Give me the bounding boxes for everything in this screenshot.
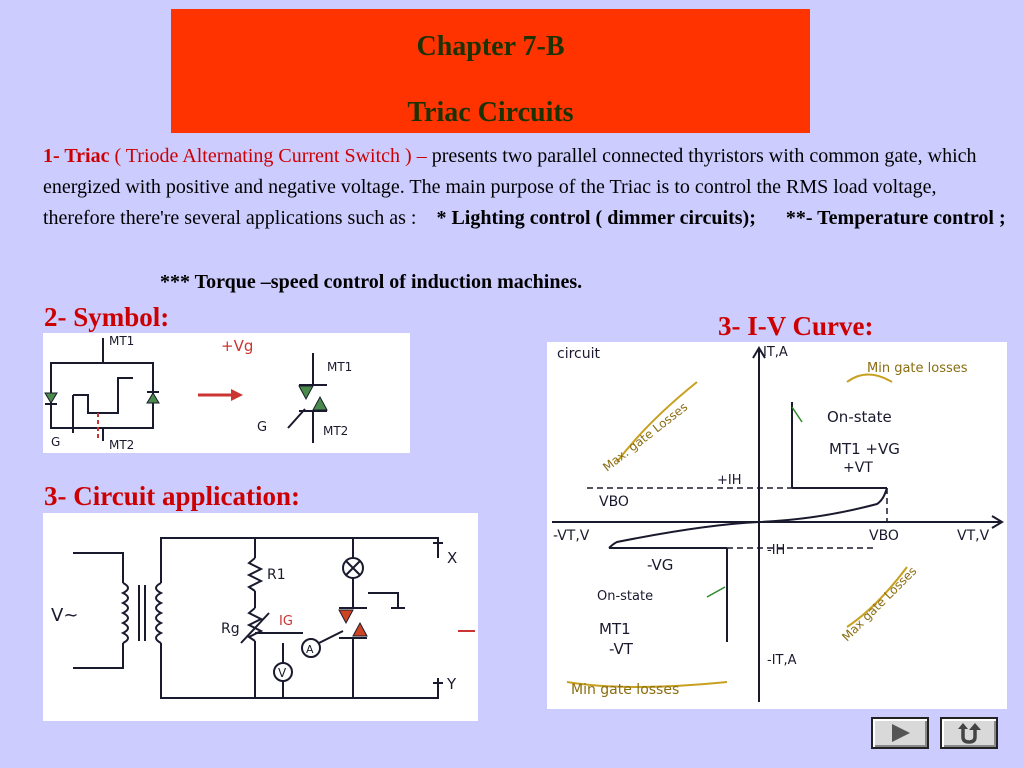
ammeter-label: A <box>306 643 314 656</box>
vg-negative-label: -VG <box>647 556 673 574</box>
x-terminal-label: X <box>447 549 457 567</box>
vt-negative-label: -VT <box>609 640 634 658</box>
return-button[interactable] <box>940 717 998 749</box>
title-banner: Chapter 7-B Triac Circuits <box>171 9 810 133</box>
max-gate-losses-top-label: Max. gate Losses <box>600 400 690 475</box>
g-left-label: G <box>51 435 60 449</box>
play-triangle-icon <box>892 724 910 742</box>
min-gate-losses-top-label: Min gate losses <box>867 361 968 376</box>
iv-curve-image: circuit IT,A Min gate losses Max. gate L… <box>547 342 1007 709</box>
mt1-vg-label: MT1 +VG <box>829 440 900 458</box>
ih-negative-label: -IH <box>767 543 785 558</box>
intro-text: presents two parallel connected thyristo… <box>43 145 977 229</box>
y-terminal-label: Y <box>446 675 457 693</box>
intro-expansion: ( Triode Alternating Current Switch ) <box>109 145 417 167</box>
it-negative-label: -IT,A <box>767 653 797 668</box>
r1-label: R1 <box>267 567 286 583</box>
mt2-left-label: MT2 <box>109 438 134 452</box>
mt1-bottom-label: MT1 <box>599 620 631 638</box>
min-gate-losses-bottom-label: Min gate losses <box>571 682 679 698</box>
voltmeter-label: V <box>278 666 287 680</box>
on-state-top-label: On-state <box>827 408 892 426</box>
it-axis-label: IT,A <box>763 345 788 360</box>
on-state-bottom-label: On-state <box>597 589 653 604</box>
iv-curve-heading: 3- I-V Curve: <box>718 311 874 341</box>
intro-paragraph: 1- Triac ( Triode Alternating Current Sw… <box>43 141 1013 234</box>
vbo-left-label: VBO <box>599 494 629 510</box>
app-torque: *** Torque –speed control of induction m… <box>160 271 583 293</box>
source-label: V~ <box>51 605 78 626</box>
next-slide-button[interactable] <box>871 717 929 749</box>
mt2-right-label: MT2 <box>323 424 348 438</box>
app-lighting: * Lighting control ( dimmer circuits); <box>436 207 756 229</box>
mt1-right-label: MT1 <box>327 360 352 374</box>
max-gate-losses-bottom-label: Max gate Losses <box>839 564 919 644</box>
vbo-right-label: VBO <box>869 528 899 544</box>
neg-vt-axis-label: -VT,V <box>553 528 590 544</box>
mt1-left-label: MT1 <box>109 334 134 348</box>
circuit-heading: 3- Circuit application: <box>44 481 300 511</box>
chapter-subtitle: Triac Circuits <box>407 97 574 128</box>
vt-positive-label: +VT <box>843 460 873 476</box>
circuit-image: V~ R1 Rg IG A V X Y <box>43 513 478 721</box>
g-right-label: G <box>257 420 267 435</box>
app-temperature: **- Temperature control ; <box>785 207 1006 229</box>
rg-label: Rg <box>221 621 240 637</box>
intro-dash: – <box>416 145 432 167</box>
symbol-image: MT1 G MT2 +Vg MT1 G MT2 <box>43 333 410 453</box>
right-arrow-icon <box>198 389 243 401</box>
intro-term: Triac <box>64 145 110 167</box>
ih-positive-label: +IH <box>717 473 742 488</box>
symbol-heading: 2- Symbol: <box>44 302 170 332</box>
intro-number: 1- <box>43 145 65 167</box>
circuit-label: circuit <box>557 346 600 362</box>
vt-axis-label: VT,V <box>957 528 990 544</box>
ig-label: IG <box>279 614 293 629</box>
u-turn-return-icon <box>958 723 981 744</box>
chapter-title: Chapter 7-B <box>416 31 565 62</box>
gate-voltage-label: +Vg <box>221 337 253 355</box>
